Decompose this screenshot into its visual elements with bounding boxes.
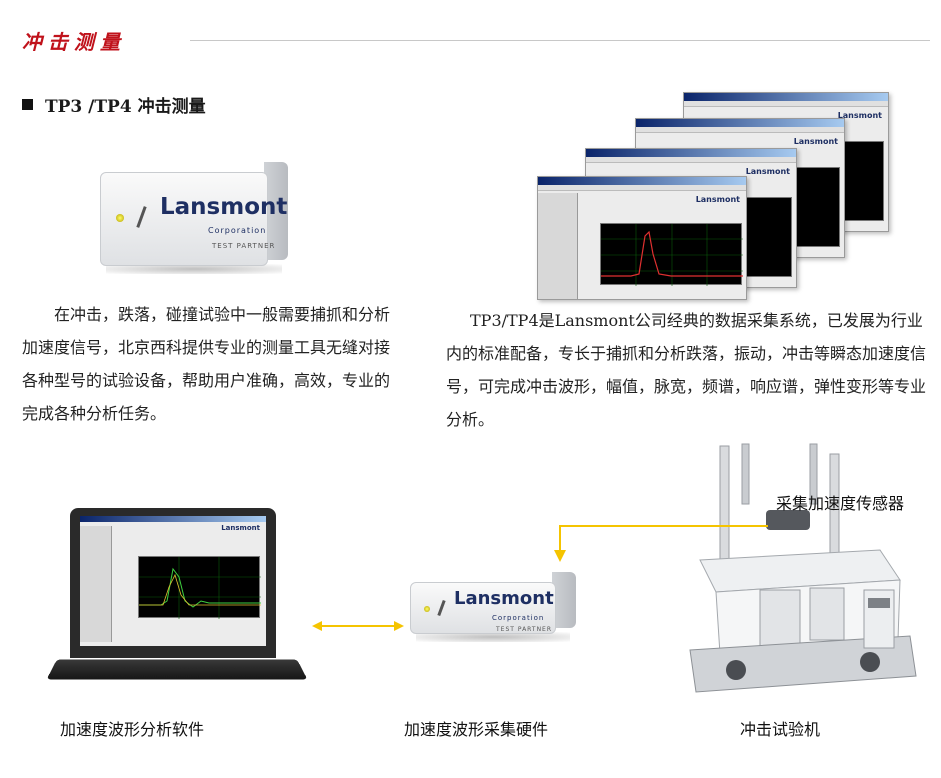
laptop-to-hardware-connector bbox=[312, 621, 404, 631]
arrow-left-icon bbox=[312, 621, 322, 631]
device-logo-text: Lansmont bbox=[160, 194, 288, 220]
laptop-screen: Lansmont bbox=[80, 516, 266, 646]
header-divider bbox=[190, 40, 930, 41]
page-title: 冲击测量 bbox=[22, 30, 126, 54]
device-model-text: TEST PARTNER bbox=[496, 626, 553, 633]
acquisition-hardware-photo: Lansmont Corporation TEST PARTNER bbox=[410, 568, 576, 642]
software-brand-text: Lansmont bbox=[837, 111, 882, 120]
software-brand-text: Lansmont bbox=[695, 195, 740, 204]
device-front bbox=[100, 172, 268, 266]
intro-paragraph: 在冲击，跌落，碰撞试验中一般需要捕抓和分析加速度信号，北京西科提供专业的测量工具… bbox=[22, 305, 391, 423]
sensor-label: 采集加速度传感器 bbox=[776, 494, 905, 513]
arrow-down-icon bbox=[554, 550, 566, 562]
laptop-waveform-plot bbox=[138, 556, 261, 619]
device-model-text: TEST PARTNER bbox=[212, 242, 276, 250]
status-led-icon bbox=[116, 214, 124, 222]
software-brand-text: Lansmont bbox=[745, 167, 790, 176]
laptop-base bbox=[46, 659, 308, 680]
waveform-svg bbox=[601, 224, 743, 286]
shock-test-machine-image bbox=[689, 443, 917, 693]
section-heading: TP3 /TP4 冲击测量 bbox=[22, 92, 206, 117]
device-side bbox=[264, 162, 288, 260]
machine-caption: 冲击试验机 bbox=[740, 720, 821, 739]
section-heading-text: TP3 /TP4 冲击测量 bbox=[45, 97, 206, 117]
tp-description-paragraph: TP3/TP4是Lansmont公司经典的数据采集系统，已发展为行业内的标准配备… bbox=[446, 311, 927, 429]
software-sidepanel bbox=[538, 193, 578, 299]
waveform-plot bbox=[600, 223, 743, 286]
arrow-right-icon bbox=[394, 621, 404, 631]
sensor-to-hardware-connector bbox=[554, 525, 768, 562]
status-led-icon bbox=[424, 606, 430, 612]
software-caption: 加速度波形分析软件 bbox=[60, 720, 205, 739]
laptop-software-brand: Lansmont bbox=[221, 524, 260, 532]
hardware-caption: 加速度波形采集硬件 bbox=[404, 720, 549, 739]
device-corporation-text: Corporation bbox=[492, 614, 545, 622]
device-shadow bbox=[106, 264, 282, 274]
laptop-software-sidepanel bbox=[80, 526, 112, 642]
device-corporation-text: Corporation bbox=[208, 226, 267, 235]
software-window-main: Lansmont bbox=[537, 176, 747, 300]
device-logo-text: Lansmont bbox=[454, 588, 554, 609]
software-brand-text: Lansmont bbox=[793, 137, 838, 146]
square-bullet-icon bbox=[22, 99, 33, 110]
tp4-device-photo: Lansmont Corporation TEST PARTNER bbox=[100, 158, 288, 274]
